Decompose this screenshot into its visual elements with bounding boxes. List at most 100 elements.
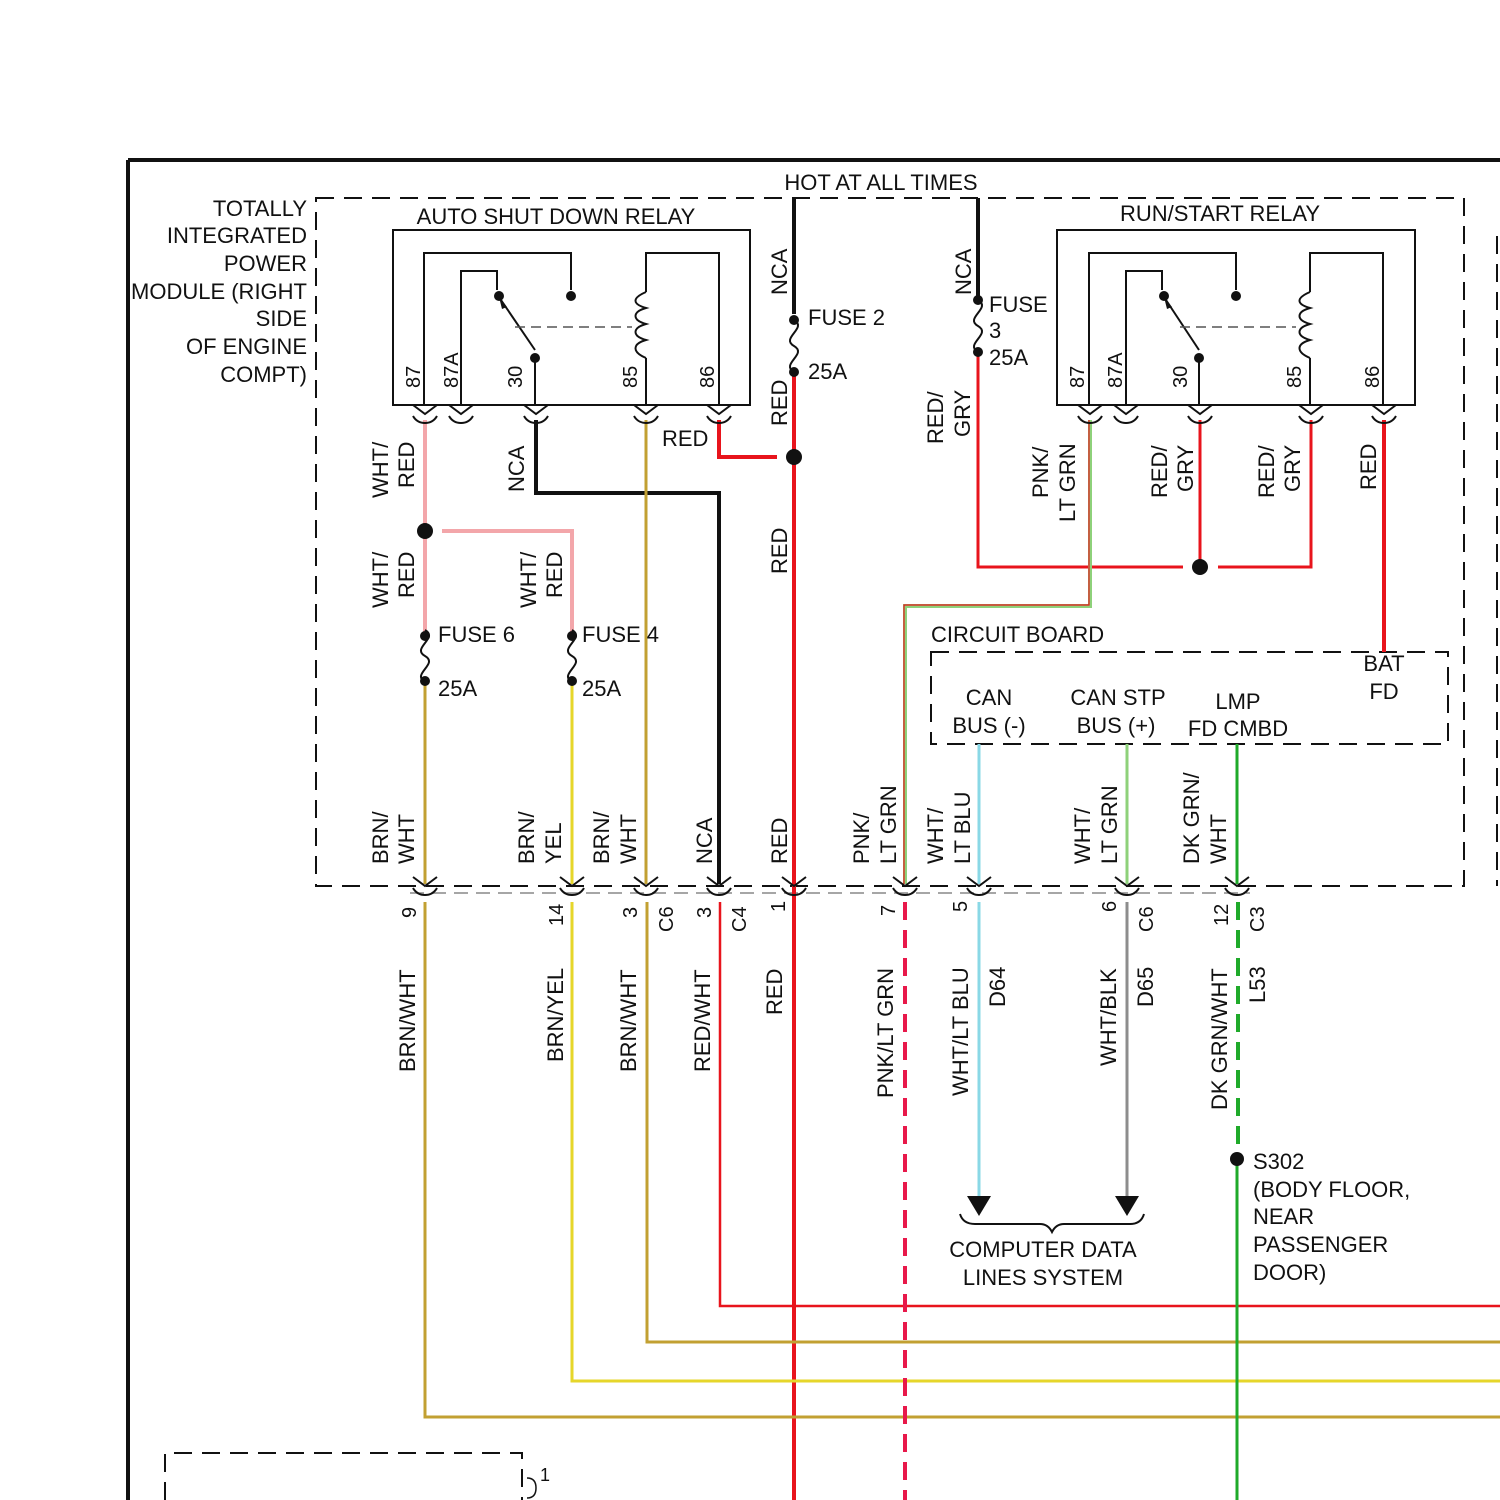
label-pnk-ltgrn-7-a: PNK/ — [849, 812, 874, 864]
cb-can-minus-a: CAN — [966, 685, 1012, 710]
cb-bat-a: BAT — [1363, 651, 1404, 676]
svg-text:RED/WHT: RED/WHT — [690, 969, 715, 1072]
arrow-d64 — [967, 1196, 991, 1216]
svg-text:MODULE (RIGHT: MODULE (RIGHT — [131, 279, 307, 304]
label-pnk-ltgrn-7-b: LT GRN — [876, 785, 901, 864]
svg-text:C3: C3 — [1247, 906, 1269, 932]
run-start-relay-pin-labels: 87 87A 30 85 86 — [1067, 352, 1384, 388]
label-wht-red-top-a: WHT/ — [368, 441, 393, 498]
fuse-2-rating: 25A — [808, 359, 847, 384]
fuse-3-number: 3 — [989, 318, 1001, 343]
svg-text:COMPT): COMPT) — [220, 362, 307, 387]
svg-text:DK GRN/WHT: DK GRN/WHT — [1207, 968, 1232, 1110]
svg-text:WHT/LT BLU: WHT/LT BLU — [948, 967, 973, 1096]
label-red-gry-30-a: RED/ — [1147, 445, 1172, 498]
svg-text:87A: 87A — [1105, 352, 1127, 388]
bottom-component-box — [165, 1453, 522, 1500]
svg-text:OF ENGINE: OF ENGINE — [186, 334, 307, 359]
fuse-6-name: FUSE 6 — [438, 622, 515, 647]
svg-text:87: 87 — [403, 366, 425, 388]
label-red-asd86: RED — [662, 426, 708, 451]
label-red-gry-85-a: RED/ — [1254, 445, 1279, 498]
circuit-labels: BRN/WHT BRN/YEL BRN/WHT RED/WHT RED PNK/… — [395, 966, 1270, 1110]
splice-dot-wht-red — [417, 523, 433, 539]
svg-text:86: 86 — [1362, 366, 1384, 388]
asd-relay-pin-labels: 87 87A 30 85 86 — [403, 352, 719, 388]
label-brn-yel-14-a: BRN/ — [514, 811, 539, 864]
label-red-gry-30-b: GRY — [1173, 444, 1198, 492]
fuse-4-name: FUSE 4 — [582, 622, 659, 647]
label-wht-red-fuse4-a: WHT/ — [516, 551, 541, 608]
svg-text:87: 87 — [1067, 366, 1089, 388]
cb-lmp-b: FD CMBD — [1188, 716, 1288, 741]
svg-text:6: 6 — [1099, 901, 1121, 912]
label-red-main: RED — [767, 528, 792, 574]
fuse-4-symbol — [567, 630, 577, 686]
arrow-d65 — [1115, 1196, 1139, 1216]
label-wht-ltblu-5-a: WHT/ — [923, 807, 948, 864]
splice-dot-red — [786, 449, 802, 465]
svg-text:30: 30 — [1170, 366, 1192, 388]
svg-text:INTEGRATED: INTEGRATED — [167, 223, 307, 248]
hot-at-all-times-label: HOT AT ALL TIMES — [784, 170, 977, 195]
cb-lmp-a: LMP — [1215, 689, 1260, 714]
splice-s302-loc-1: (BODY FLOOR, — [1253, 1177, 1410, 1202]
label-brn-wht-9-a: BRN/ — [368, 811, 393, 864]
cb-can-plus-a: CAN STP — [1070, 685, 1165, 710]
svg-text:RED: RED — [762, 969, 787, 1015]
svg-text:9: 9 — [399, 907, 421, 918]
svg-text:TOTALLY: TOTALLY — [213, 196, 307, 221]
fuse-6-symbol — [420, 630, 430, 686]
svg-text:SIDE: SIDE — [256, 306, 307, 331]
tipm-label: TOTALLY INTEGRATED POWER MODULE (RIGHT S… — [131, 196, 307, 387]
label-dkgrn-wht-12-a: DK GRN/ — [1179, 771, 1204, 864]
computer-data-lines-brace — [960, 1214, 1144, 1232]
label-red-1: RED — [767, 818, 792, 864]
cb-can-plus-b: BUS (+) — [1077, 713, 1156, 738]
computer-data-lines-label-b: LINES SYSTEM — [963, 1265, 1123, 1290]
cb-bat-b: FD — [1369, 679, 1398, 704]
splice-s302-loc-2: NEAR — [1253, 1204, 1314, 1229]
label-brn-wht-9-b: WHT — [394, 814, 419, 864]
bottom-box-label: 1 — [540, 1465, 550, 1485]
label-brn-wht-3-a: BRN/ — [589, 811, 614, 864]
label-red-gry-85-b: GRY — [1280, 444, 1305, 492]
fuse-3-symbol — [973, 295, 983, 357]
fuse-4-rating: 25A — [582, 676, 621, 701]
label-pnk-ltgrn-87-a: PNK/ — [1028, 446, 1053, 498]
label-nca-asd30: NCA — [504, 445, 529, 492]
svg-text:85: 85 — [620, 366, 642, 388]
label-pnk-ltgrn-87-b: LT GRN — [1055, 443, 1080, 522]
label-nca-3: NCA — [692, 817, 717, 864]
computer-data-lines-label-a: COMPUTER DATA — [949, 1237, 1137, 1262]
svg-text:1: 1 — [768, 901, 790, 912]
splice-dot-s302 — [1230, 1152, 1244, 1166]
svg-text:L53: L53 — [1245, 966, 1270, 1003]
fuse-6-rating: 25A — [438, 676, 477, 701]
svg-text:3: 3 — [694, 907, 716, 918]
label-brn-wht-3-b: WHT — [616, 814, 641, 864]
svg-text:C6: C6 — [656, 906, 678, 932]
splice-dot-red-gry — [1192, 559, 1208, 575]
svg-text:14: 14 — [546, 904, 568, 926]
label-nca-fuse2: NCA — [767, 248, 792, 295]
svg-text:D64: D64 — [985, 967, 1010, 1007]
circuit-board-title: CIRCUIT BOARD — [931, 622, 1104, 647]
svg-text:WHT/BLK: WHT/BLK — [1096, 968, 1121, 1066]
splice-s302-loc-4: DOOR) — [1253, 1260, 1326, 1285]
label-wht-red-mid-b: RED — [394, 552, 419, 598]
label-nca-fuse3: NCA — [951, 248, 976, 295]
run-start-relay-title: RUN/START RELAY — [1120, 201, 1320, 226]
relay-pin-connectors — [413, 405, 1396, 423]
svg-text:BRN/YEL: BRN/YEL — [543, 968, 568, 1062]
cb-can-minus-b: BUS (-) — [952, 713, 1025, 738]
svg-text:85: 85 — [1284, 366, 1306, 388]
fuse-3-name: FUSE — [989, 292, 1048, 317]
svg-text:BRN/WHT: BRN/WHT — [395, 969, 420, 1072]
label-wht-ltgrn-6-b: LT GRN — [1097, 785, 1122, 864]
fuse-3-rating: 25A — [989, 345, 1028, 370]
svg-text:D65: D65 — [1133, 967, 1158, 1007]
svg-text:BRN/WHT: BRN/WHT — [616, 969, 641, 1072]
svg-text:86: 86 — [697, 366, 719, 388]
label-red-fuse2: RED — [767, 380, 792, 426]
